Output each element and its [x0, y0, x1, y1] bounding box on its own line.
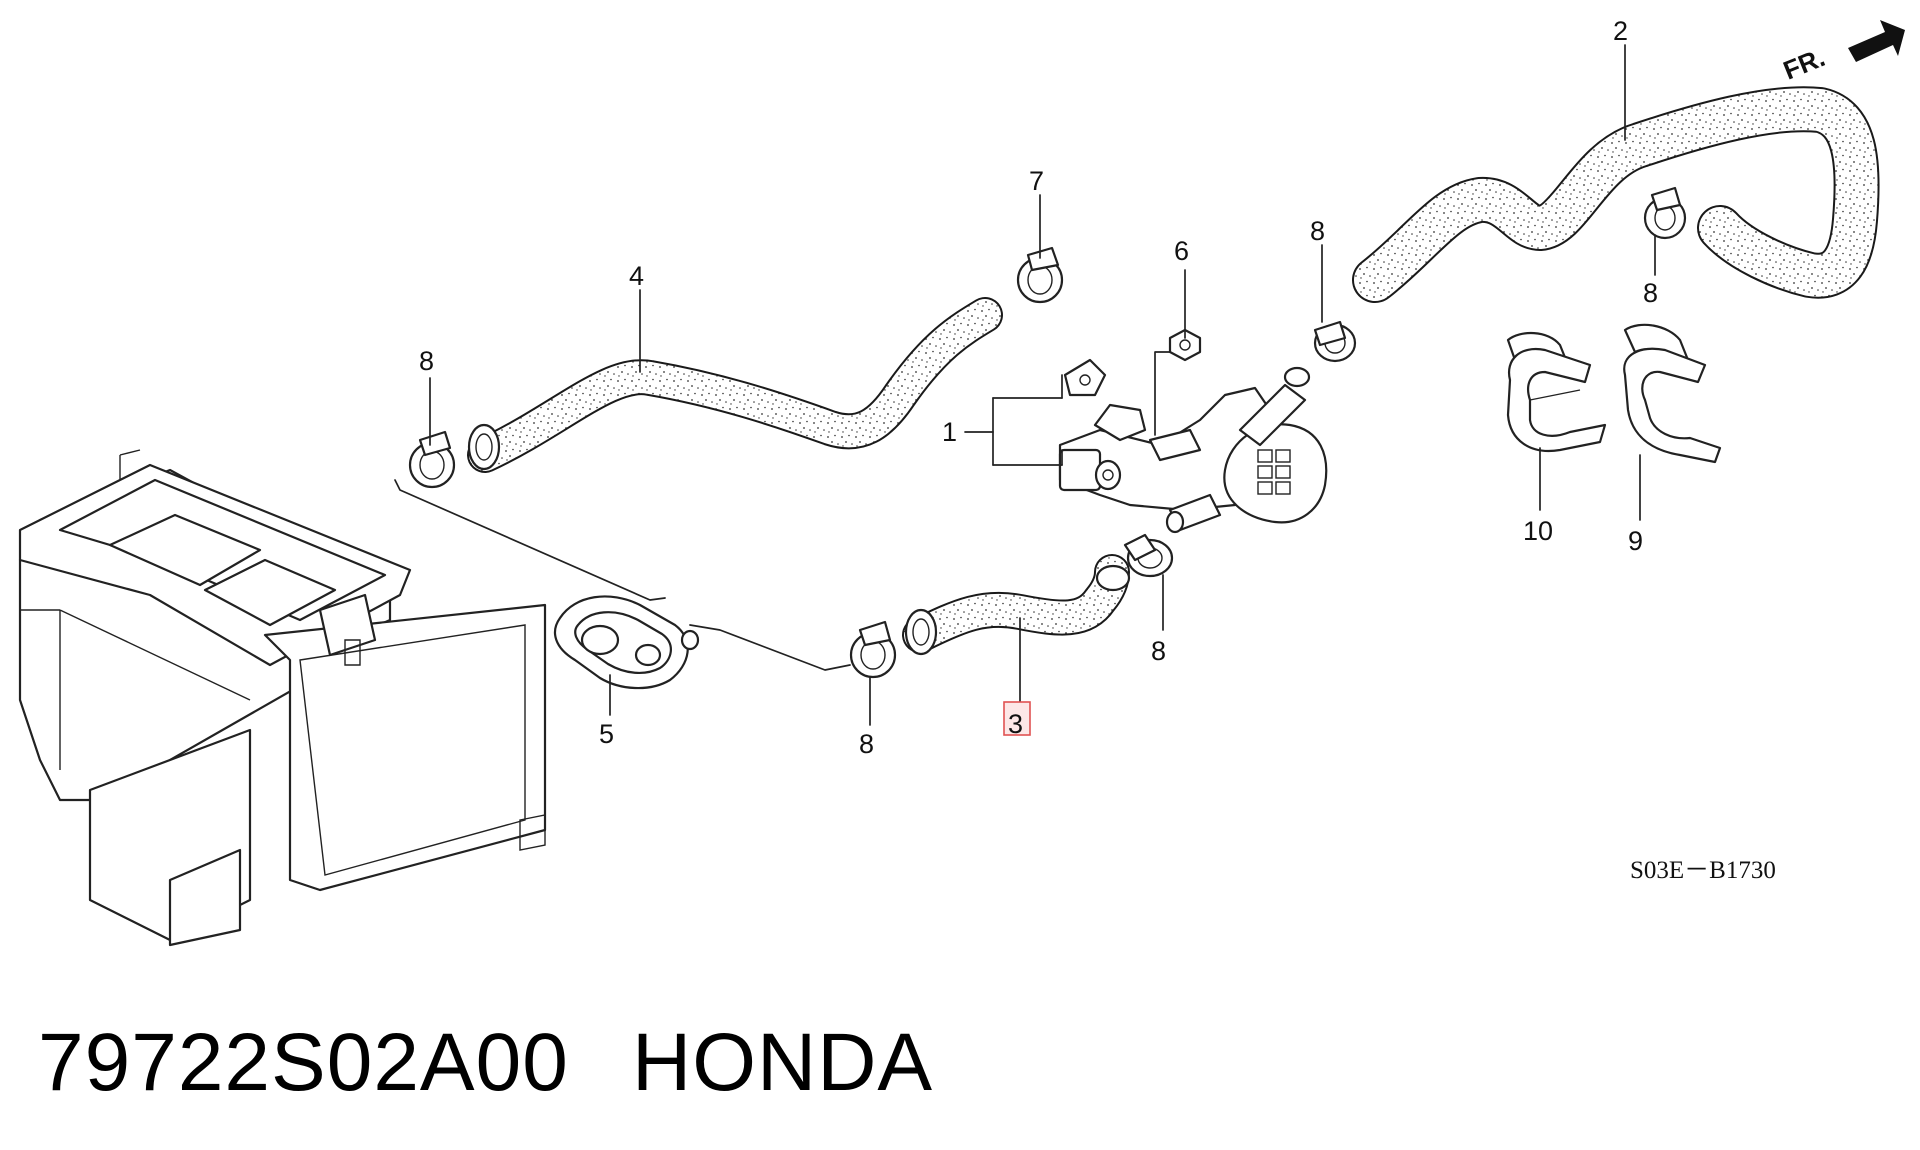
diagram-code: S03E－B1730 — [1630, 857, 1776, 884]
callout-8-valve-bottom: 8 — [1151, 636, 1166, 666]
leader-heater-bottom — [689, 624, 851, 671]
callout-8-center-lower: 8 — [859, 729, 874, 759]
heater-unit-illustration — [18, 449, 547, 947]
callout-8-left: 8 — [419, 346, 434, 376]
hose-part-4 — [467, 297, 1003, 473]
brand-title: HONDA — [632, 1017, 933, 1108]
callout-9: 9 — [1628, 526, 1643, 556]
hose-part-2 — [1352, 86, 1880, 303]
callout-8-right: 8 — [1643, 278, 1658, 308]
water-valve-part-1 — [1058, 358, 1328, 534]
direction-label: FR. — [1779, 42, 1829, 86]
callout-8-valve-top: 8 — [1310, 216, 1325, 246]
front-direction-indicator: FR. — [1779, 20, 1905, 86]
front-arrow-icon — [1848, 20, 1905, 62]
clamp-part-8-valve-top — [1313, 320, 1357, 363]
callout-2: 2 — [1613, 16, 1628, 46]
callout-3-highlight — [1003, 701, 1031, 736]
clip-part-10 — [1506, 332, 1607, 453]
callout-7: 7 — [1029, 166, 1044, 196]
callout-1: 1 — [942, 417, 957, 447]
clamp-part-8-left — [408, 430, 456, 489]
clamp-part-8-right — [1643, 186, 1687, 240]
part-number-title: 79722S02A00 — [38, 1017, 569, 1108]
grommet-part-5 — [553, 595, 700, 690]
hose-part-3 — [902, 554, 1131, 656]
clamp-part-8-center-lower — [849, 620, 897, 679]
callout-6: 6 — [1174, 236, 1189, 266]
callout-4: 4 — [629, 261, 644, 291]
clamp-part-8-valve-bottom — [1123, 533, 1174, 578]
callout-5: 5 — [599, 719, 614, 749]
callout-10: 10 — [1523, 516, 1553, 546]
callout-3: 3 — [1008, 709, 1023, 739]
clip-part-9 — [1623, 323, 1722, 464]
leader-6-to-valve — [1154, 351, 1171, 436]
leader-heater-top — [394, 479, 666, 601]
